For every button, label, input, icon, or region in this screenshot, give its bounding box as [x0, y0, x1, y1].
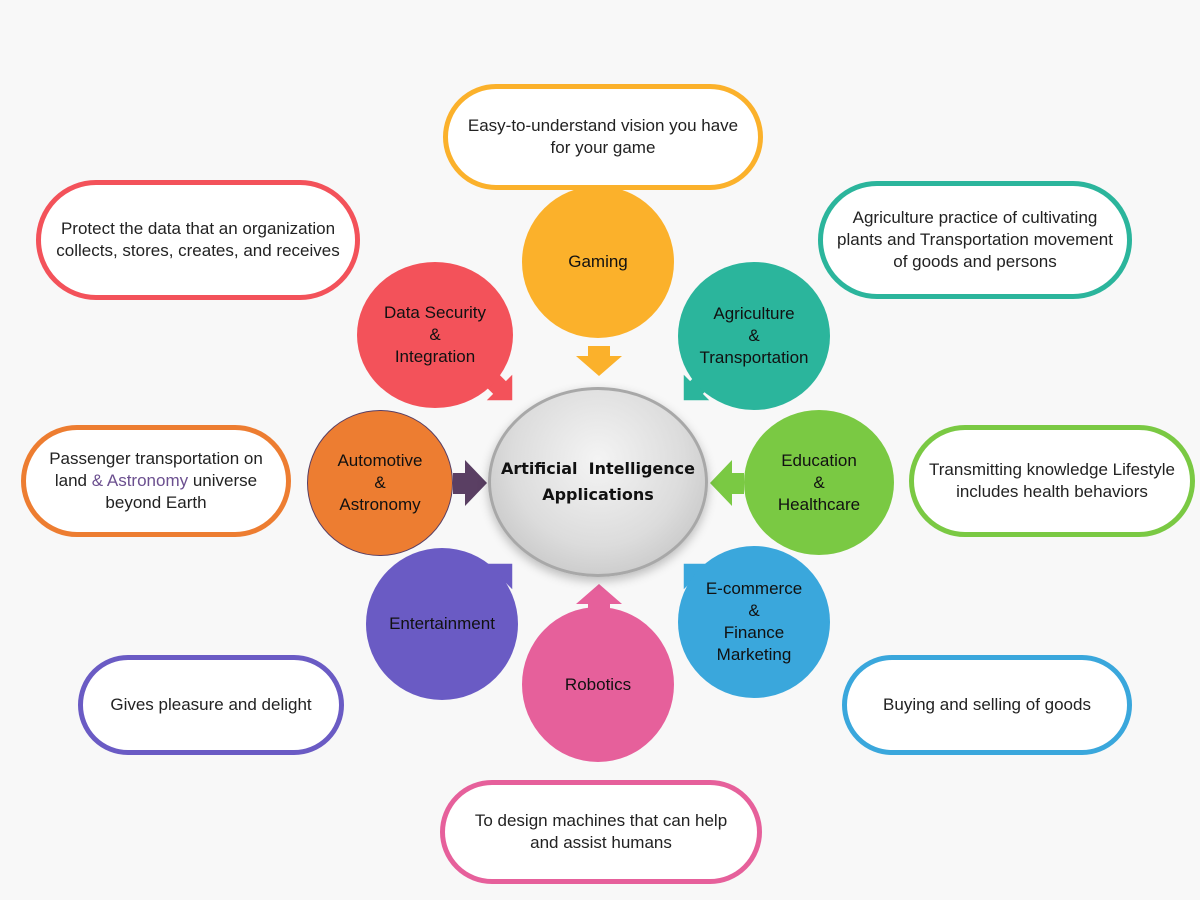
security-node: Data Security&Integration: [357, 262, 513, 408]
entertainment-description: Gives pleasure and delight: [78, 655, 344, 755]
automotive-description: Passenger transportation on land & Astro…: [21, 425, 291, 537]
center-subtitle: Applications: [542, 485, 654, 504]
gaming-node: Gaming: [522, 186, 674, 338]
entertainment-node: Entertainment: [366, 548, 518, 700]
gaming-arrow: [576, 346, 622, 376]
center-hub: Artificial Intelligence Applications: [488, 387, 708, 577]
automotive-arrow: [453, 460, 487, 506]
ecommerce-description: Buying and selling of goods: [842, 655, 1132, 755]
robotics-node: Robotics: [522, 607, 674, 762]
education-node: Education&Healthcare: [744, 410, 894, 555]
education-arrow: [710, 460, 744, 506]
agriculture-node: Agriculture&Transportation: [678, 262, 830, 410]
robotics-arrow: [576, 584, 622, 614]
center-title: Artificial Intelligence: [501, 459, 695, 478]
automotive-node: Automotive&Astronomy: [307, 410, 453, 556]
